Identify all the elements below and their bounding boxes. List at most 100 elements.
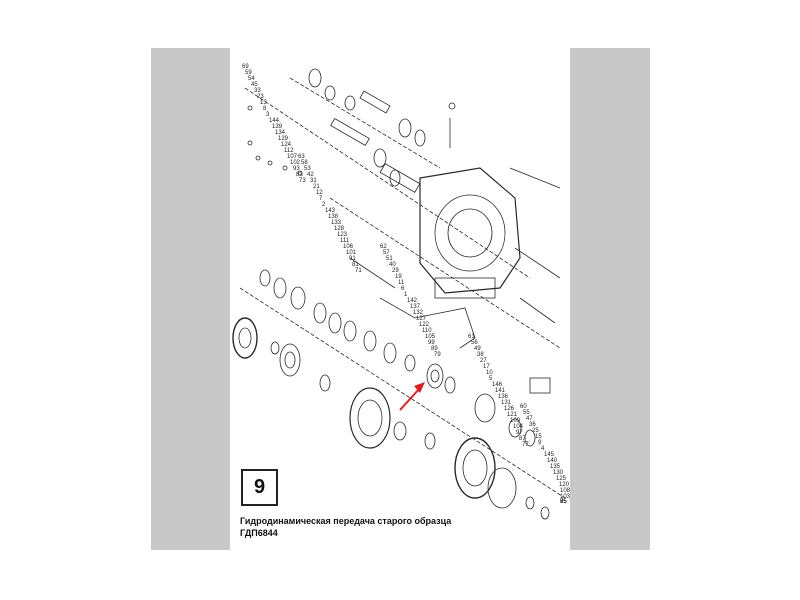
part-number-label: 62: [380, 244, 387, 250]
part-number-label: 122: [419, 322, 430, 328]
part-number-label: 85: [560, 499, 567, 505]
part-number-label: 106: [343, 244, 354, 250]
part-number-label: 107: [287, 154, 298, 160]
caption-title: Гидродинамическая передача старого образ…: [240, 516, 452, 526]
part-number-label: 141: [495, 388, 506, 394]
part-number-label: 136: [498, 394, 509, 400]
part-number-label: 91: [349, 256, 356, 262]
part-number-label: 40: [389, 262, 396, 268]
right-margin-panel: [570, 48, 650, 550]
part-number-label: 51: [386, 256, 393, 262]
part-number-label: 45: [251, 82, 258, 88]
part-number-label: 23: [257, 94, 264, 100]
plate-number-box: 9: [241, 469, 278, 506]
plate-caption: Гидродинамическая передача старого образ…: [240, 515, 560, 539]
part-number-label: 53: [304, 166, 311, 172]
part-number-label: 146: [492, 382, 503, 388]
part-number-label: 57: [383, 250, 390, 256]
part-number-label: 75: [560, 499, 567, 505]
part-number-label: 129: [278, 136, 289, 142]
part-number-label: 81: [352, 262, 359, 268]
part-number-label: 145: [544, 452, 555, 458]
part-number-label: 10: [486, 370, 493, 376]
part-number-label: 128: [334, 226, 345, 232]
part-number-label: 54: [248, 76, 255, 82]
part-number-label: 112: [284, 148, 294, 154]
part-number-label: 27: [480, 358, 487, 364]
part-number-label: 36: [529, 422, 536, 428]
part-number-label: 131: [501, 400, 512, 406]
caption-model: ГДП6844: [240, 528, 278, 538]
part-number-label: 140: [547, 458, 558, 464]
part-number-label: 38: [477, 352, 484, 358]
part-number-label: 142: [407, 298, 418, 304]
part-number-label: 111: [340, 238, 350, 244]
red-arrow-marker: [399, 382, 425, 411]
part-number-label: 139: [272, 124, 283, 130]
part-number-label: 124: [281, 142, 292, 148]
part-number-label: 55: [523, 410, 530, 416]
part-number-label: 135: [550, 464, 561, 470]
part-number-label: 127: [416, 316, 427, 322]
part-number-label: 17: [483, 364, 490, 370]
part-number-label: 8: [263, 106, 267, 112]
part-number-label: 103: [560, 494, 570, 500]
part-number-label: 108: [560, 488, 570, 494]
part-number-label: 49: [474, 346, 481, 352]
part-number-label: 125: [556, 476, 567, 482]
part-number-label: 99: [428, 340, 435, 346]
part-number-label: 138: [328, 214, 339, 220]
part-number-label: 13: [260, 100, 267, 106]
part-number-label: 93: [293, 166, 300, 172]
part-number-label: 7: [319, 196, 323, 202]
part-number-label: 133: [331, 220, 342, 226]
part-number-label: 69: [242, 64, 249, 70]
part-number-label: 121: [507, 412, 518, 418]
part-number-label: 95: [560, 499, 567, 505]
part-number-label: 130: [553, 470, 564, 476]
part-number-label: 21: [313, 184, 320, 190]
part-number-label: 126: [504, 406, 515, 412]
part-number-label: 109: [510, 418, 521, 424]
plate-number: 9: [253, 476, 266, 498]
part-number-label: 11: [398, 280, 405, 286]
part-number-label: 56: [471, 340, 478, 346]
part-number-label: 87: [519, 436, 526, 442]
part-number-label: 60: [520, 404, 527, 410]
part-number-label: 6: [401, 286, 405, 292]
part-number-label: 58: [301, 160, 308, 166]
part-number-label: 5: [489, 376, 493, 382]
part-number-label: 97: [516, 430, 523, 436]
part-number-label: 71: [355, 268, 362, 274]
part-number-label: 101: [346, 250, 357, 256]
part-number-label: 144: [269, 118, 280, 124]
part-number-label: 9: [538, 440, 542, 446]
part-number-label: 59: [245, 70, 252, 76]
part-number-label: 63: [298, 154, 305, 160]
part-number-label: 123: [337, 232, 348, 238]
part-number-label: 120: [559, 482, 570, 488]
part-number-label: 12: [316, 190, 323, 196]
part-number-label: 1: [404, 292, 408, 298]
part-number-label: 15: [535, 434, 542, 440]
part-number-label: 47: [526, 416, 533, 422]
part-number-label: 4: [541, 446, 545, 452]
part-number-label: 110: [422, 328, 432, 334]
part-number-label: 105: [425, 334, 436, 340]
part-number-label: 89: [431, 346, 438, 352]
part-number-label: 2: [322, 202, 326, 208]
part-number-label: 104: [513, 424, 524, 430]
part-number-label: 134: [275, 130, 286, 136]
part-number-label: 19: [395, 274, 402, 280]
part-number-label: 73: [299, 178, 306, 184]
exploded-view-drawing: 6963626160595857565554535149474542403836…: [232, 64, 570, 520]
part-number-label: 29: [392, 268, 399, 274]
part-number-label: 77: [522, 442, 529, 448]
part-number-label: 102: [290, 160, 301, 166]
part-number-label: 3: [266, 112, 270, 118]
part-number-label: 61: [468, 334, 475, 340]
part-number-label: 143: [325, 208, 336, 214]
part-number-label: 137: [410, 304, 421, 310]
part-number-label: 132: [413, 310, 424, 316]
